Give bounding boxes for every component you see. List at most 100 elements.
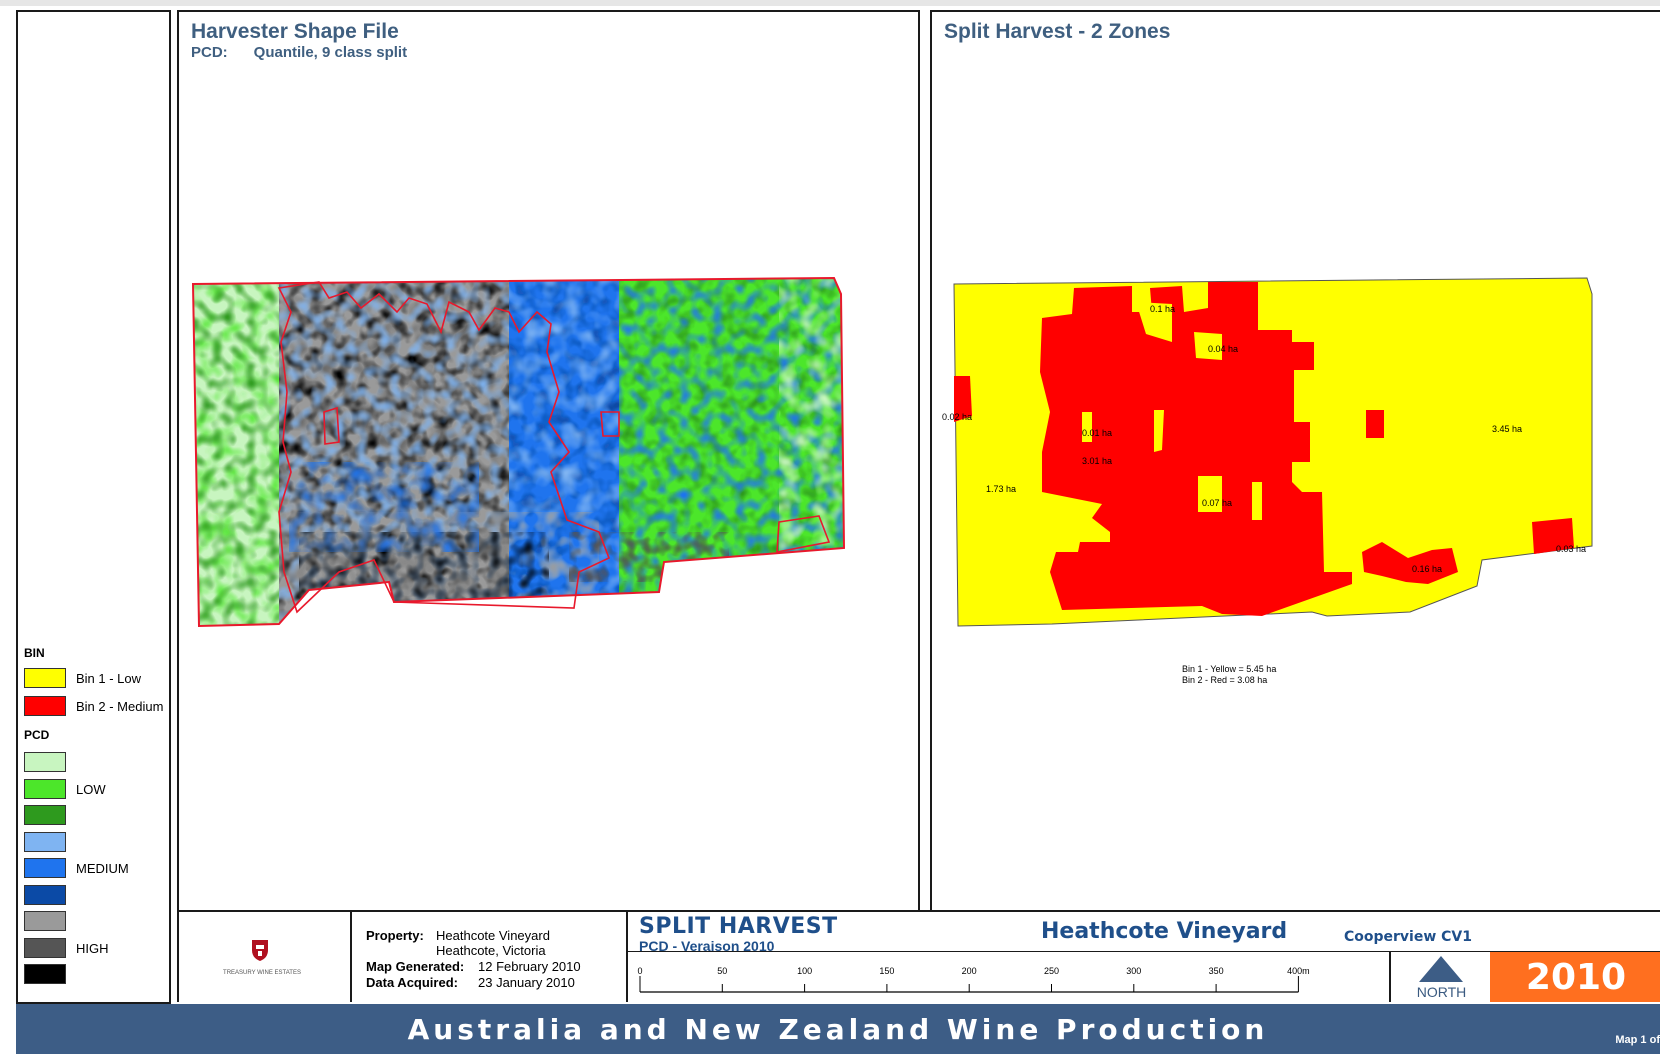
data-acquired-label: Data Acquired: [366,975,458,990]
legend-swatch [24,696,66,716]
zone-area-label: 0.01 ha [1082,428,1112,438]
zone-area-label: 0.16 ha [1412,564,1442,574]
zone-bin-2 [1040,282,1352,616]
block-title: Cooperview CV1 [1344,929,1473,945]
legend-bin-heading: BIN [24,646,45,660]
north-label: NORTH [1416,984,1467,1000]
vineyard-title: Heathcote Vineyard [1041,919,1288,944]
legend-pcd-heading: PCD [24,728,50,742]
pcd-class-1b [779,278,844,572]
scale-tick-label: 150 [879,966,894,976]
bin-2-outline-patch [323,406,340,445]
zone-area-label: 0.1 ha [1150,304,1175,314]
property-location: Heathcote, Victoria [436,943,546,958]
zone-bin-1-hole [1154,410,1164,452]
pcd-class-3 [193,278,289,626]
north-arrow: NORTH [1389,952,1490,1002]
legend-item-bin-1: Bin 1 - Low [24,668,174,688]
data-acquired-value: 23 January 2010 [478,975,575,990]
subtitle-label: PCD: [191,44,228,61]
legend-item-pcd-2: LOW [24,778,174,799]
legend-item-pcd-4 [24,831,174,852]
legend-swatch [24,752,66,772]
legend-swatch [24,858,66,878]
scale-tick-label: 100 [797,966,812,976]
treasury-crest-icon [252,940,268,961]
legend-item-bin-2: Bin 2 - Medium [24,696,174,716]
legend-swatch [24,668,66,688]
footer-bar: Australia and New Zealand Wine Productio… [16,1004,1660,1054]
logo-cell: TREASURY WINE ESTATES [179,912,352,1002]
property-value: Heathcote Vineyard [436,928,550,943]
harvester-map-title: Harvester Shape File [191,20,399,43]
logo-wordmark: TREASURY WINE ESTATES [223,970,301,976]
title-block: TREASURY WINE ESTATES Property: Heathcot… [177,910,1660,1002]
top-rule [0,0,1660,6]
year-badge: 2010 [1490,952,1660,1002]
legend-swatch [24,937,66,958]
zone-area-label: 0.03 ha [1556,544,1586,554]
main-title: SPLIT HARVEST [639,914,838,939]
info-cell: Property: Heathcote Vineyard Heathcote, … [352,912,628,1002]
legend-swatch [24,911,66,931]
zone-bin-1-hole [1136,302,1172,342]
pcd-layers [193,278,844,626]
scale-tick-label: 250 [1044,966,1059,976]
zone-bin-1-hole [1198,476,1222,512]
year-label: 2010 [1525,957,1627,998]
legend-label: Bin 1 - Low [76,671,142,686]
zone-area-label: 1.73 ha [986,484,1016,494]
harvester-map-panel: Harvester Shape File PCD: Quantile, 9 cla… [177,10,920,912]
data-acquired-line: Data Acquired: 23 January 2010 [366,975,575,990]
zone-bin-1-hole [1252,482,1262,520]
map-generated-line: Map Generated: 12 February 2010 [366,959,581,974]
zone-bin-2-patch [1366,410,1384,438]
bin-2-outline-patch [600,411,620,437]
property-line: Property: Heathcote Vineyard [366,928,550,943]
zone-area-label: 0.04 ha [1208,344,1238,354]
zone-bin-2-patch [954,376,972,422]
field-boundary [191,276,846,628]
subtitle-value: Quantile, 9 class split [253,44,408,61]
legend-item-pcd-6 [24,884,174,905]
legend-label: HIGH [76,940,109,956]
legend-item-pcd-8: HIGH [24,937,174,958]
map-generated-label: Map Generated: [366,959,465,974]
legend-item-pcd-3 [24,805,174,825]
scale-tick-label: 400m [1287,966,1310,976]
bin-2-outline-patch [776,515,831,553]
bin-2-outline [277,281,611,614]
zone-summary-line: Bin 2 - Red = 3.08 ha [1182,675,1267,685]
legend-swatch [24,778,66,799]
pcd-heatmap [191,276,846,628]
legend-swatch [24,884,66,905]
zone-map: 0.1 ha 0.04 ha 0.02 ha 0.01 ha 3.01 ha 1.73 h… [942,277,1593,685]
zone-area-label: 3.45 ha [1492,424,1522,434]
zone-area-label: 3.01 ha [1082,456,1112,466]
map-generated-value: 12 February 2010 [478,959,581,974]
main-subtitle: PCD - Veraison 2010 [639,938,775,954]
scale-tick-label: 350 [1209,966,1224,976]
zone-bin-2-patch [1532,518,1574,554]
map-number: Map 1 of [1615,1034,1660,1046]
legend-item-pcd-9 [24,964,174,984]
zone-area-label: 0.07 ha [1202,498,1232,508]
legend-item-pcd-7 [24,911,174,931]
legend-label: MEDIUM [76,861,129,876]
scale-tick-label: 50 [717,966,727,976]
title-divider [628,951,1660,952]
harvester-map-subtitle: PCD: Quantile, 9 class split [191,44,407,61]
scale-tick-label: 300 [1126,966,1141,976]
pcd-class-8c [569,532,729,582]
zone-area-label: 0.02 ha [942,412,972,422]
north-arrow-icon [1419,956,1463,982]
legend-swatch [24,964,66,984]
zone-labels: 0.1 ha 0.04 ha 0.02 ha 0.01 ha 3.01 ha 1.73 h… [942,304,1586,574]
legend-panel: BIN Bin 1 - Low Bin 2 - Medium PCD LOW ME… [16,10,171,1004]
legend-label: Bin 2 - Medium [76,699,164,714]
footer-title: Australia and New Zealand Wine Productio… [407,1013,1269,1046]
zone-summary-line: Bin 1 - Yellow = 5.45 ha [1182,664,1276,674]
